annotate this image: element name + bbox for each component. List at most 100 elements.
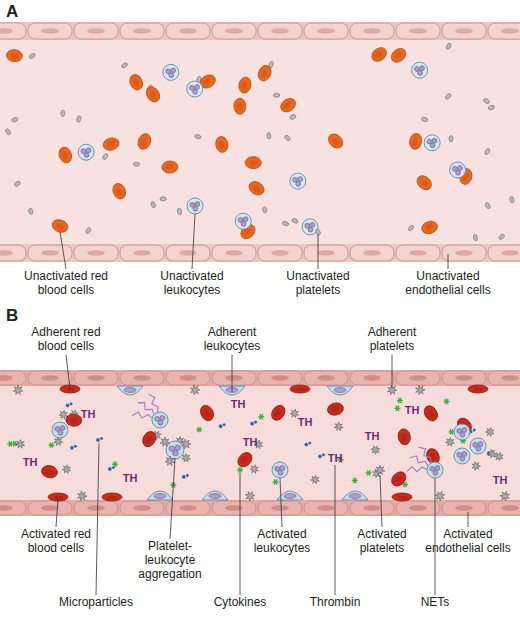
activated-leukocyte [52,422,68,438]
adherent-leukocyte [342,491,368,500]
cytokine [445,399,448,404]
endothelial-cell [442,371,486,385]
leukocyte [450,162,466,178]
cytokine [239,467,242,472]
cytokine [50,443,53,448]
red-cell [57,145,74,164]
leader-line [56,499,58,527]
activated-platelet [290,409,299,418]
activated-platelet [181,439,191,449]
part-label: Cytokines [200,596,280,610]
leukocyte-nucleus [155,416,160,421]
leukocyte-nucleus [169,73,174,78]
red-cell-center [218,141,225,150]
red-cell-center [412,137,419,146]
red-cell-body [269,403,288,423]
endothelial-cell [0,23,26,39]
cytokine [260,414,263,419]
leukocyte-nucleus [158,420,163,425]
cytokine [198,427,201,432]
vessel-wall [0,500,520,516]
red-cell-body [414,173,434,193]
leukocyte [78,144,94,160]
cytokine [396,406,399,411]
activated-red-cell [422,403,441,423]
activated-red-cell [397,428,412,446]
red-cell-center [400,433,407,442]
leukocyte-nucleus [81,149,86,154]
endothelial-nucleus [317,28,335,34]
leader-line [335,465,336,595]
platelet [14,180,22,187]
leader-line [192,214,195,269]
leukocyte-body [187,198,203,214]
part-label: Platelet-leukocyte aggregation [125,540,215,581]
thrombin-mark: TH [120,472,140,485]
red-cell [234,98,247,114]
cytokine [198,427,201,432]
red-cell-center [331,137,341,146]
activated-leukocyte [454,448,470,464]
platelet [449,136,453,143]
red-cell-center [426,409,435,419]
leukocyte-nucleus [175,445,180,450]
red-cell-body [326,401,344,416]
red-cell-body [111,182,128,201]
leukocyte-nucleus [86,148,91,153]
cytokine [353,478,356,483]
platelet [85,227,92,235]
adherent-leukocyte [147,491,173,500]
platelet [267,132,272,139]
endothelial-nucleus [133,250,151,256]
part-label: Unactivated endothelial cells [398,270,498,298]
red-cell-center [283,101,293,110]
red-cell-body [256,63,273,82]
leukocyte-body [454,424,470,440]
activated-platelet [500,491,510,501]
red-cell [215,135,230,153]
vessel-wall [0,370,520,386]
activated-platelet [375,465,385,475]
leukocyte-nucleus [310,222,315,227]
leader-line [240,473,241,595]
activated-leukocyte [272,462,288,478]
net-strand [138,403,154,415]
red-cell-center [66,388,76,392]
endothelial-nucleus [87,505,105,511]
endothelial-nucleus [501,505,519,511]
leukocyte-nucleus [160,416,165,421]
platelet [133,162,140,166]
platelet [488,105,495,111]
activated-red-cell [102,493,122,501]
activated-red-cell [269,403,288,423]
endothelial-nucleus [41,505,59,511]
leukocyte-nucleus [456,170,461,175]
leukocyte-nucleus [190,85,195,90]
thrombin-mark: TH [78,408,98,421]
leukocyte-body [427,462,443,478]
microparticle [100,437,104,441]
cytokine [404,482,407,487]
endothelial-cell [74,501,118,515]
endothelial-cell [442,245,486,261]
net-strand [407,467,427,472]
endothelial-nucleus [0,28,13,34]
endothelial-nucleus [363,250,381,256]
platelet [160,197,167,201]
leader-line [96,443,99,595]
red-cell-center [165,164,173,170]
endothelial-nucleus [271,375,289,381]
endothelial-cell [396,501,440,515]
endothelial-nucleus [317,505,335,511]
part-label: Activated leukocytes [242,528,322,556]
net-strand [149,394,159,412]
thrombin-mark: TH [325,452,345,465]
leukocyte-nucleus [473,442,478,447]
leader-line [170,458,175,539]
endothelial-cell [258,23,302,39]
activated-platelet [334,422,343,431]
endothelial-cell [304,23,348,39]
red-cell-center [54,496,64,500]
leukocyte-nucleus [58,430,63,435]
endothelial-cell [212,501,256,515]
